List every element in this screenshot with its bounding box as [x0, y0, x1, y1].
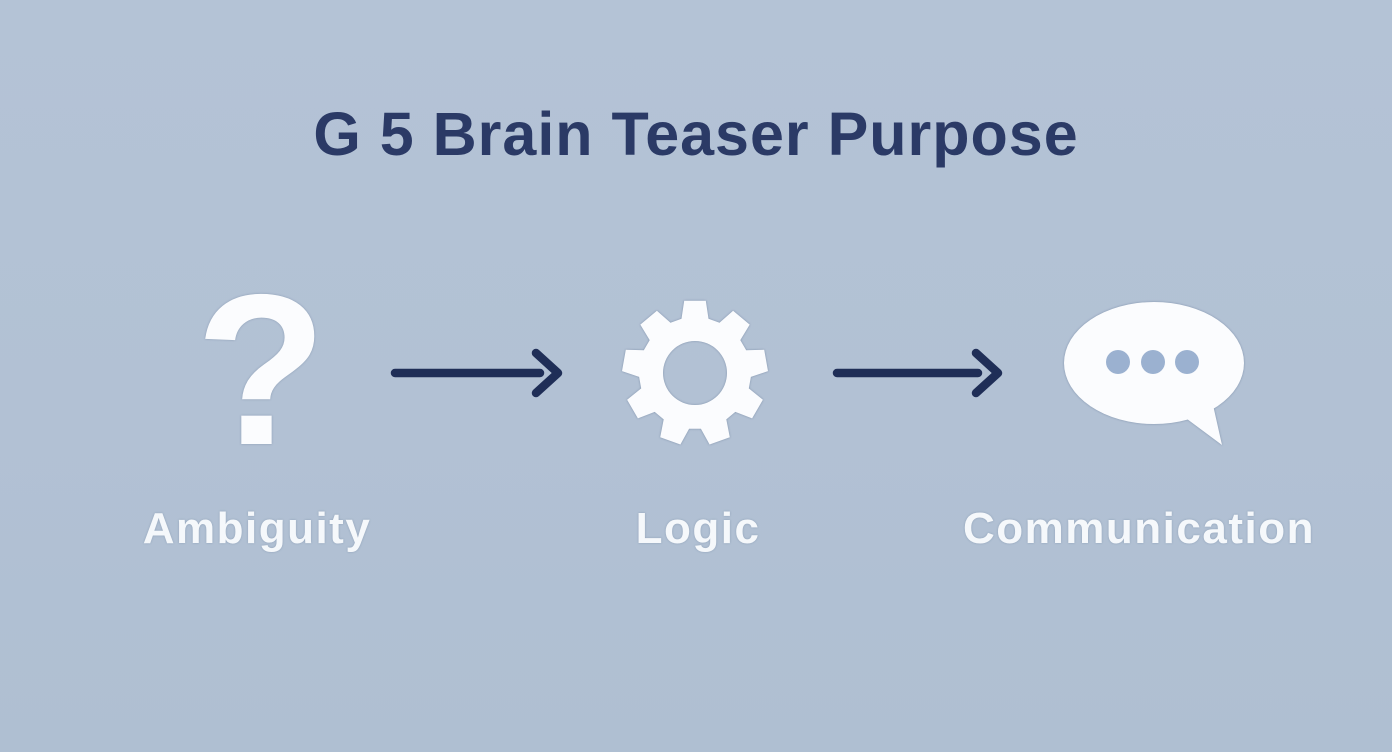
- speech-bubble-icon: [1064, 302, 1244, 445]
- question-mark-icon: ?: [195, 249, 327, 490]
- bubble-dot: [1106, 350, 1130, 374]
- bubble-dot: [1141, 350, 1165, 374]
- step-label-ambiguity: Ambiguity: [142, 504, 372, 553]
- bubble-dot: [1175, 350, 1199, 374]
- page-title: G 5 Brain Teaser Purpose: [313, 100, 1079, 168]
- step-label-logic: Logic: [635, 504, 761, 553]
- step-label-communication: Communication: [963, 504, 1315, 553]
- gear-icon: [622, 300, 768, 445]
- arrow-right-icon: [390, 348, 563, 398]
- arrow-right-icon: [832, 348, 1003, 398]
